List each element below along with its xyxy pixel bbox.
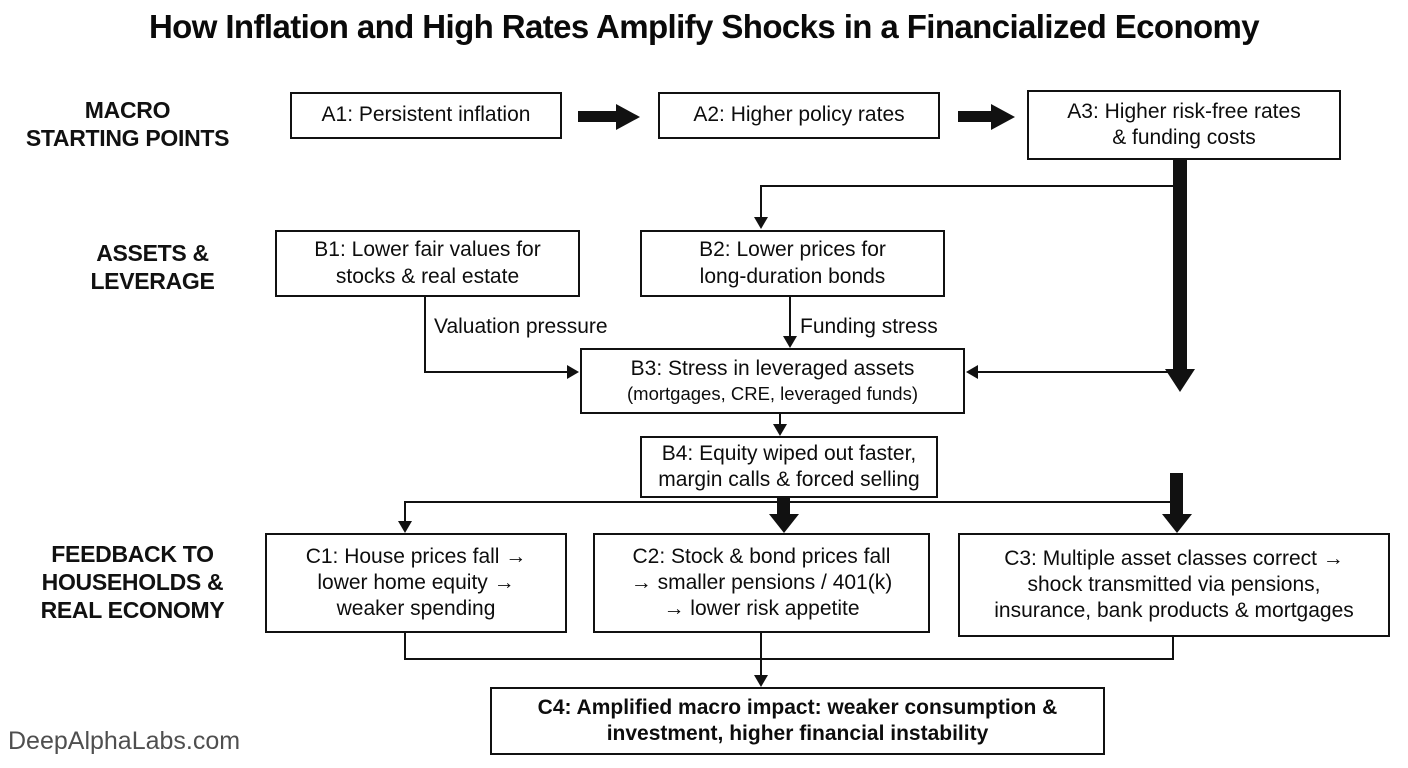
node-a2-higher-policy-rates: A2: Higher policy rates xyxy=(658,92,940,139)
node-b2-label: B2: Lower prices for long-duration bonds xyxy=(699,238,886,288)
row-label-macro-starting-points: MACRO STARTING POINTS xyxy=(25,97,230,152)
thick-arrow-a3-down-head-icon xyxy=(1165,369,1195,392)
thick-arrow-into-c3-head-icon xyxy=(1161,514,1192,533)
edge-label-funding-stress: Funding stress xyxy=(800,315,938,338)
edge-b1-b3-vertical xyxy=(424,297,426,373)
edge-c2-c4-vertical xyxy=(760,633,762,677)
node-c4-amplified-macro-impact: C4: Amplified macro impact: weaker consu… xyxy=(490,687,1105,755)
edge-c3-gather-vertical xyxy=(1172,637,1174,660)
edge-c4-arrowhead-icon xyxy=(754,675,768,687)
node-b3-sublabel: (mortgages, CRE, leveraged funds) xyxy=(627,383,918,405)
edge-gather-horizontal xyxy=(404,658,1174,660)
edge-b2-b3-arrowhead-icon xyxy=(783,336,797,348)
thick-arrow-b4-c2-head-icon xyxy=(768,514,799,533)
edge-b4-distribution-horizontal xyxy=(404,501,1176,503)
edge-label-valuation-pressure: Valuation pressure xyxy=(434,315,608,338)
node-b3-label: B3: Stress in leveraged assets xyxy=(630,357,915,381)
thick-arrow-a3-down-shaft xyxy=(1173,159,1187,369)
edge-b4-c1-arrowhead-icon xyxy=(398,521,412,533)
node-a3-label: A3: Higher risk-free rates & funding cos… xyxy=(1067,99,1301,149)
edge-a3-b2-horizontal xyxy=(761,185,1180,187)
node-b4-equity-wiped-out: B4: Equity wiped out faster, margin call… xyxy=(640,436,938,498)
edge-a3-b2-arrowhead-icon xyxy=(754,217,768,229)
node-b1-lower-fair-values: B1: Lower fair values for stocks & real … xyxy=(275,230,580,297)
node-a2-label: A2: Higher policy rates xyxy=(693,103,905,127)
watermark-deepalphalabs: DeepAlphaLabs.com xyxy=(8,727,241,755)
node-c1-house-prices-fall: C1: House prices fall → lower home equit… xyxy=(265,533,567,633)
edge-b3-b4-arrowhead-icon xyxy=(773,424,787,436)
edge-b4-c1-vertical xyxy=(404,501,406,522)
node-c3-label: C3: Multiple asset classes correct → sho… xyxy=(994,546,1354,623)
node-c2-stock-bond-prices-fall: C2: Stock & bond prices fall → smaller p… xyxy=(593,533,930,633)
node-a1-persistent-inflation: A1: Persistent inflation xyxy=(290,92,562,139)
row-label-assets-leverage: ASSETS & LEVERAGE xyxy=(90,240,215,295)
thick-arrow-a1-a2-shaft xyxy=(578,111,618,122)
page-title: How Inflation and High Rates Amplify Sho… xyxy=(148,8,1260,45)
node-b1-label: B1: Lower fair values for stocks & real … xyxy=(314,238,541,288)
edge-a3-b2-vertical xyxy=(760,185,762,218)
node-c1-label: C1: House prices fall → lower home equit… xyxy=(305,544,527,621)
node-a1-label: A1: Persistent inflation xyxy=(321,103,531,127)
edge-trunk-b3-horizontal xyxy=(977,371,1180,373)
node-c2-label: C2: Stock & bond prices fall → smaller p… xyxy=(630,544,893,621)
node-c3-multiple-asset-classes: C3: Multiple asset classes correct → sho… xyxy=(958,533,1390,637)
row-label-feedback-households: FEEDBACK TO HOUSEHOLDS & REAL ECONOMY xyxy=(40,541,225,624)
edge-c1-gather-vertical xyxy=(404,633,406,660)
node-c4-label: C4: Amplified macro impact: weaker consu… xyxy=(537,695,1058,745)
node-a3-higher-risk-free-rates: A3: Higher risk-free rates & funding cos… xyxy=(1027,90,1341,160)
node-b4-label: B4: Equity wiped out faster, margin call… xyxy=(658,441,920,491)
thick-arrow-into-c3-shaft xyxy=(1170,473,1183,516)
edge-b3-b4-vertical xyxy=(779,414,781,426)
node-b2-lower-bond-prices: B2: Lower prices for long-duration bonds xyxy=(640,230,945,297)
thick-arrow-a2-a3-shaft xyxy=(958,111,992,122)
edge-trunk-b3-arrowhead-icon xyxy=(966,365,978,379)
thick-arrow-a1-a2-head-icon xyxy=(616,103,640,130)
node-b3-stress-leveraged-assets: B3: Stress in leveraged assets (mortgage… xyxy=(580,348,965,414)
edge-b1-b3-horizontal xyxy=(424,371,568,373)
edge-b1-b3-arrowhead-icon xyxy=(567,365,579,379)
edge-b2-b3-vertical xyxy=(789,297,791,338)
thick-arrow-a2-a3-head-icon xyxy=(991,103,1015,130)
